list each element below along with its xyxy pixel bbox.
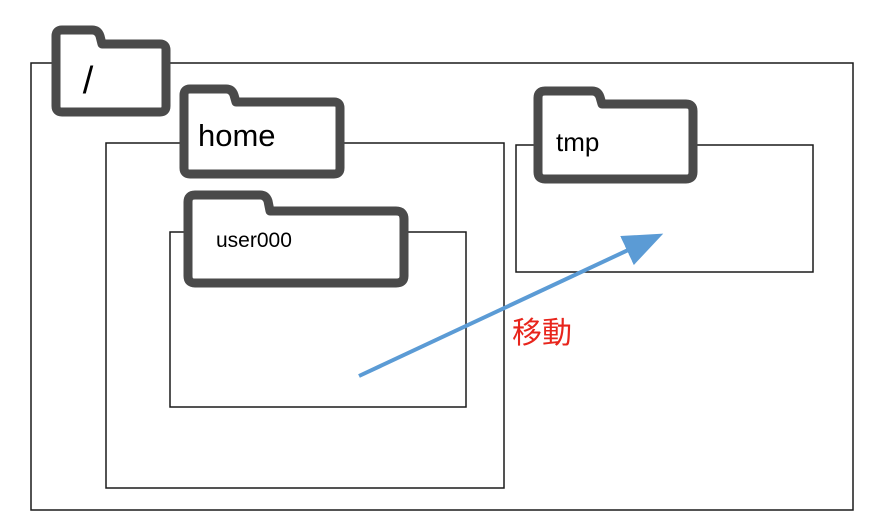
home-folder-icon: home — [179, 84, 345, 179]
home-folder-label: home — [198, 118, 276, 153]
tmp-folder-icon: tmp — [533, 86, 698, 184]
user000-folder-icon: user000 — [183, 190, 409, 288]
root-folder-label: / — [83, 60, 94, 102]
user000-folder-label: user000 — [216, 229, 292, 252]
tmp-folder-label: tmp — [556, 127, 599, 157]
root-folder-icon: / — [51, 25, 171, 117]
move-label: 移動 — [512, 316, 572, 351]
move-arrow — [358, 233, 664, 378]
